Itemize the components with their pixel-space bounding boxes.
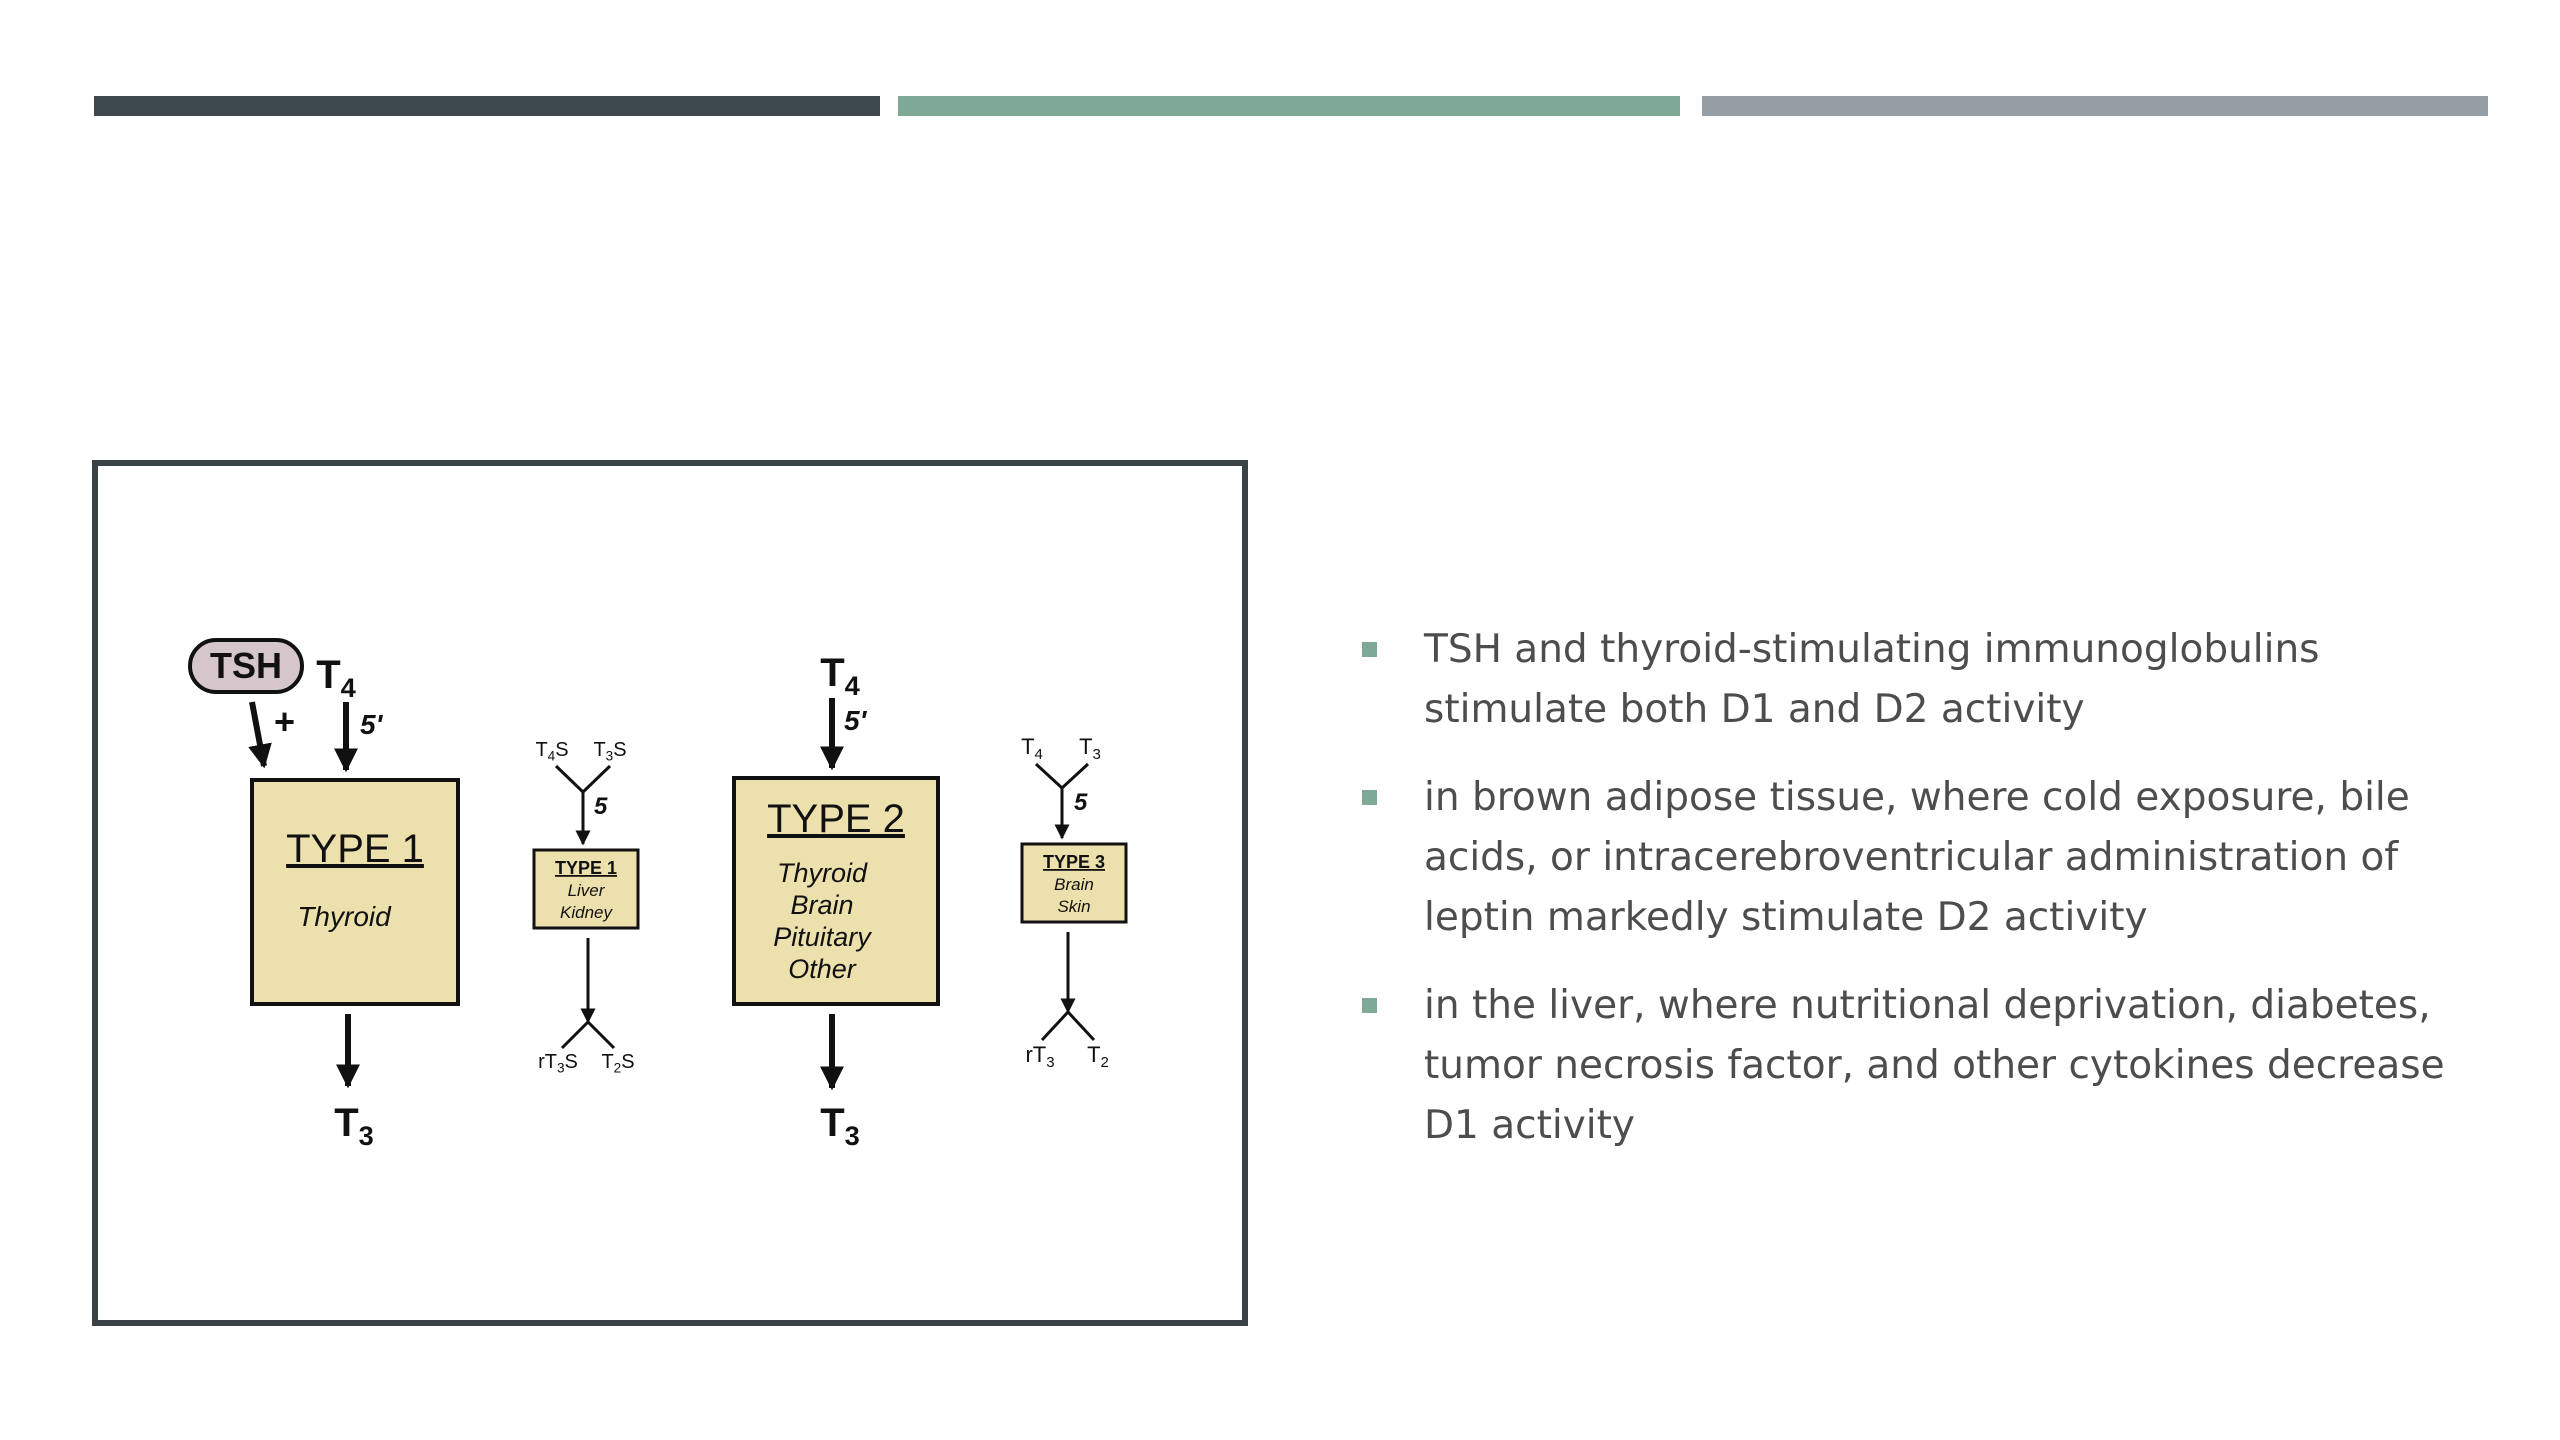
tsh-label: TSH: [210, 645, 282, 686]
type2-output-t3: T3: [820, 1101, 860, 1151]
type1-thyroid-group: TSH + T4 5' TYPE 1 Thyroid T3: [188, 638, 460, 1151]
tsh-stimulation-arrow: [248, 701, 272, 769]
plus-sign: +: [274, 701, 295, 742]
type2-input-t4: T4: [820, 651, 860, 701]
small-type1-output-split: [560, 1019, 616, 1050]
type3-output-split: [1040, 1009, 1096, 1042]
type2-title: TYPE 2: [767, 797, 905, 841]
type2-tissue-pituitary: Pituitary: [773, 922, 872, 952]
header-stripe-green: [898, 96, 1680, 116]
type3-input-merge: [1034, 762, 1090, 791]
type1-tissue-thyroid: Thyroid: [297, 901, 392, 932]
header-stripe-gray: [1702, 96, 2488, 116]
type3-group: T4 T3 5 TYPE 3 Brain Skin rT3 T2: [1020, 734, 1128, 1071]
bullet-item: in brown adipose tissue, where cold expo…: [1356, 768, 2486, 948]
type1-input-t4: T4: [316, 653, 356, 703]
type3-input-t4: T4: [1021, 734, 1043, 763]
bullet-item: in the liver, where nutritional deprivat…: [1356, 976, 2486, 1156]
small-type1-title: TYPE 1: [555, 858, 617, 878]
type3-box: [1020, 842, 1128, 924]
type2-box: [732, 776, 940, 1006]
type3-output-t2: T2: [1087, 1042, 1109, 1071]
small-type1-input-merge: [554, 764, 612, 795]
small-type1-box: [532, 848, 640, 930]
bullet-square-icon: [1362, 790, 1377, 805]
type2-tissue-brain: Brain: [790, 890, 853, 920]
type3-tissue-brain: Brain: [1054, 875, 1094, 894]
deiodinase-diagram: TSH + T4 5' TYPE 1 Thyroid T3 T4S T3S 5 …: [188, 638, 1128, 1151]
bullet-item: TSH and thyroid-stimulating immunoglobul…: [1356, 620, 2486, 740]
bullet-square-icon: [1362, 642, 1377, 657]
type1-thyroid-box: [250, 778, 460, 1006]
type2-group: T4 5' TYPE 2 Thyroid Brain Pituitary Oth…: [732, 651, 940, 1151]
type1-liver-kidney-group: T4S T3S 5 TYPE 1 Liver Kidney rT3S T2S: [532, 739, 640, 1075]
bullet-text: in brown adipose tissue, where cold expo…: [1424, 775, 2410, 940]
type1-title: TYPE 1: [286, 827, 424, 871]
deiodinase-diagram-frame: TSH + T4 5' TYPE 1 Thyroid T3 T4S T3S 5 …: [92, 460, 1248, 1326]
bullet-text: TSH and thyroid-stimulating immunoglobul…: [1424, 627, 2320, 732]
tsh-pill: [188, 638, 304, 694]
type1-output-t3: T3: [334, 1101, 374, 1151]
type3-output-rt3: rT3: [1025, 1042, 1054, 1071]
bullet-list: TSH and thyroid-stimulating immunoglobul…: [1356, 620, 2486, 1184]
type2-tissue-thyroid: Thyroid: [777, 858, 868, 888]
small-type1-output-rt3s: rT3S: [538, 1051, 578, 1075]
bullet-square-icon: [1362, 998, 1377, 1013]
type3-five-label: 5: [1074, 789, 1088, 816]
type1-prime-label: 5': [360, 709, 384, 740]
type2-prime-label: 5': [844, 705, 868, 736]
bullet-text: in the liver, where nutritional deprivat…: [1424, 983, 2445, 1148]
header-stripe-dark: [94, 96, 880, 116]
small-type1-input-t4s: T4S: [535, 739, 568, 763]
small-type1-output-t2s: T2S: [601, 1051, 634, 1075]
type3-tissue-skin: Skin: [1057, 897, 1090, 916]
small-type1-five-label: 5: [594, 793, 608, 820]
small-type1-tissue-kidney: Kidney: [560, 903, 613, 922]
type3-input-t3: T3: [1079, 734, 1101, 763]
small-type1-tissue-liver: Liver: [568, 881, 606, 900]
type3-title: TYPE 3: [1043, 852, 1105, 872]
type2-tissue-other: Other: [788, 954, 857, 984]
small-type1-input-t3s: T3S: [593, 739, 626, 763]
